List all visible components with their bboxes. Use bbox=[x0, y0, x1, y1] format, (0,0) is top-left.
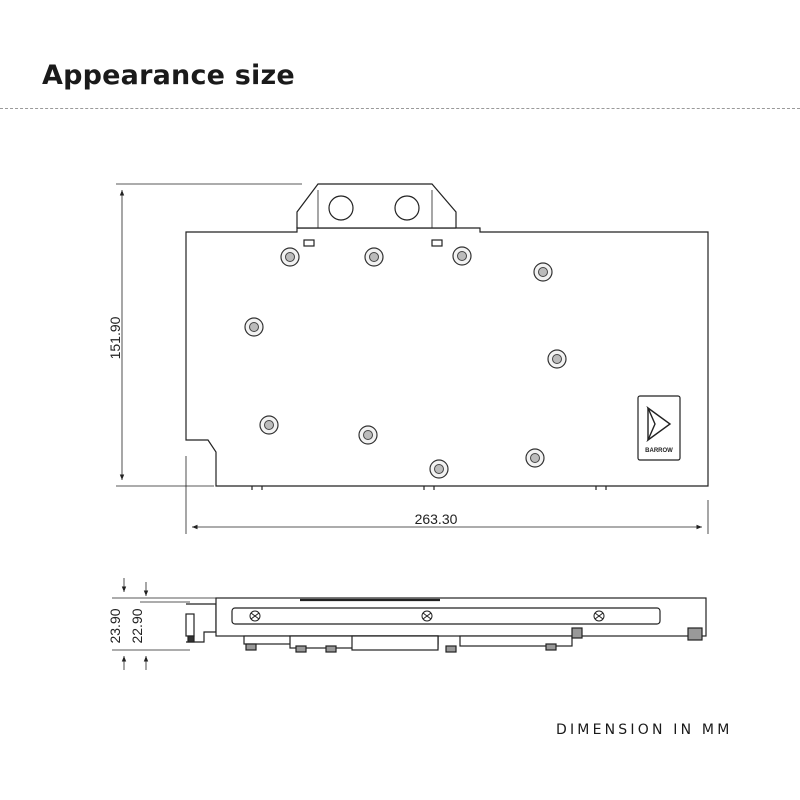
screw bbox=[244, 317, 264, 337]
units-note: DIMENSION IN MM bbox=[556, 722, 733, 738]
height-dimension bbox=[116, 183, 302, 487]
barrow-logo-badge: BARROW bbox=[637, 395, 681, 461]
thickness-dimensions bbox=[112, 578, 300, 670]
port-right bbox=[394, 195, 420, 221]
screw bbox=[547, 349, 567, 369]
port-left bbox=[328, 195, 354, 221]
screw bbox=[429, 459, 449, 479]
screw-holes bbox=[244, 246, 567, 479]
screw bbox=[525, 448, 545, 468]
top-view bbox=[185, 183, 709, 490]
height-label: 151.90 bbox=[107, 316, 123, 359]
thickness-total-label: 23.90 bbox=[107, 608, 123, 643]
plate-outline bbox=[185, 227, 709, 487]
page-title: Appearance size bbox=[42, 60, 295, 91]
screw bbox=[259, 415, 279, 435]
side-view bbox=[185, 597, 707, 653]
header-divider bbox=[0, 108, 800, 109]
screw bbox=[358, 425, 378, 445]
width-dimension bbox=[185, 456, 709, 534]
screw bbox=[533, 262, 553, 282]
screw bbox=[452, 246, 472, 266]
screw bbox=[364, 247, 384, 267]
screw bbox=[280, 247, 300, 267]
width-label: 263.30 bbox=[415, 511, 458, 527]
thickness-block-label: 22.90 bbox=[129, 608, 145, 643]
logo-text: BARROW bbox=[645, 448, 673, 454]
terminal-block bbox=[296, 183, 457, 228]
